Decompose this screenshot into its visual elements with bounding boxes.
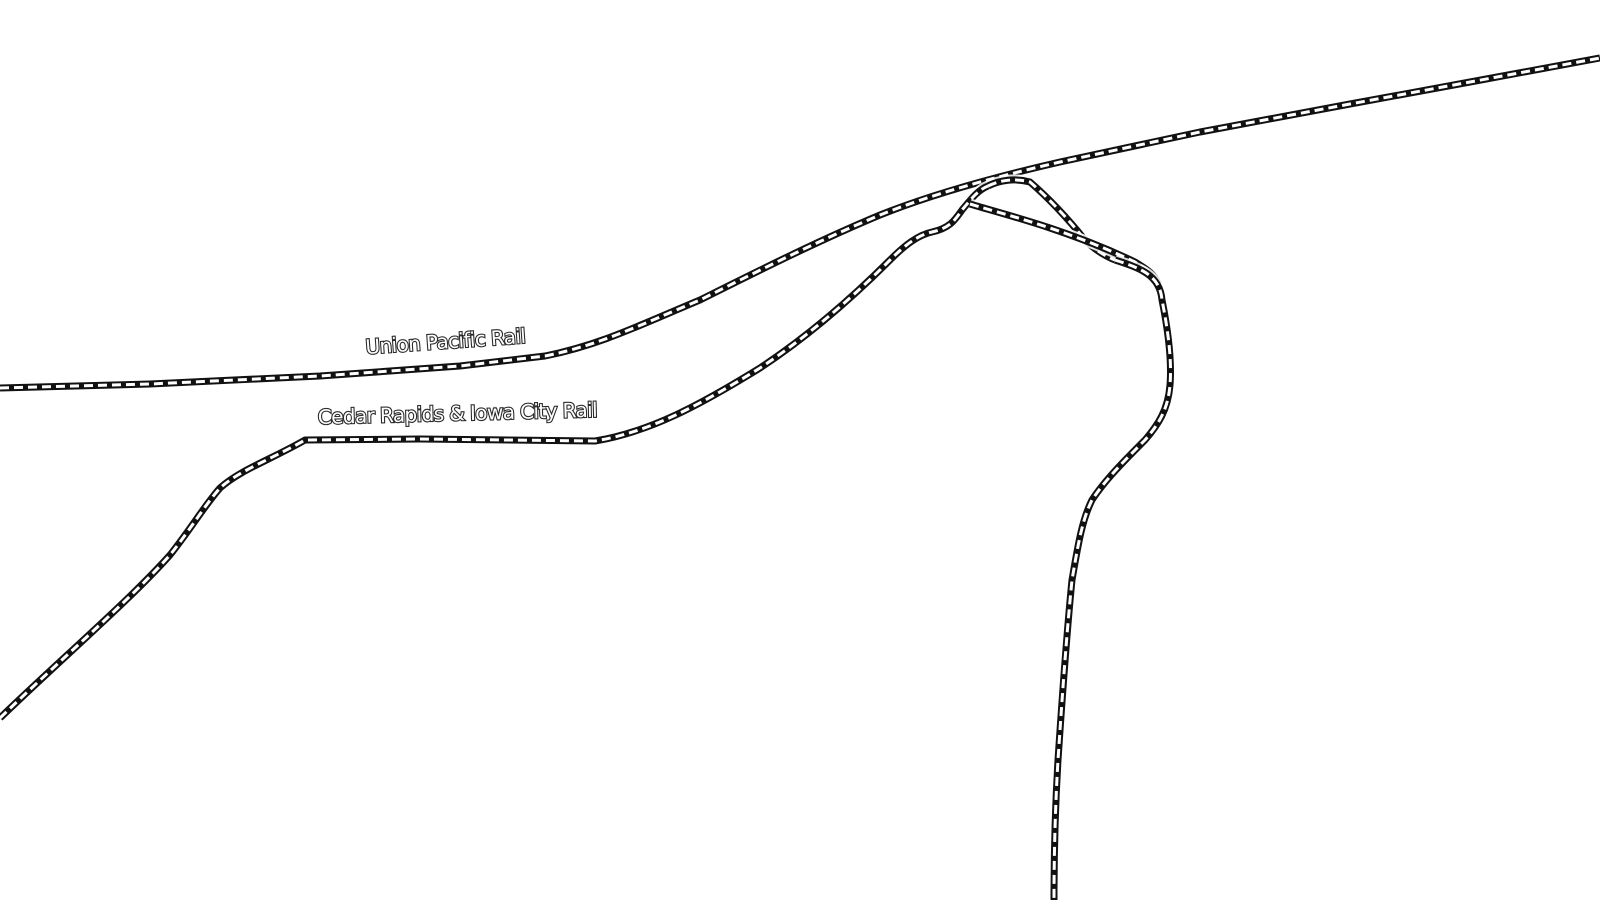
cedar-rapids-iowa-city-rail-line[interactable] [0, 180, 991, 722]
union-pacific-rail-label: Union Pacific Rail [365, 324, 526, 359]
southern-branch-rail-line[interactable] [1048, 254, 1177, 900]
cedar-rapids-iowa-city-rail-label: Cedar Rapids & Iowa City Rail [318, 398, 598, 429]
